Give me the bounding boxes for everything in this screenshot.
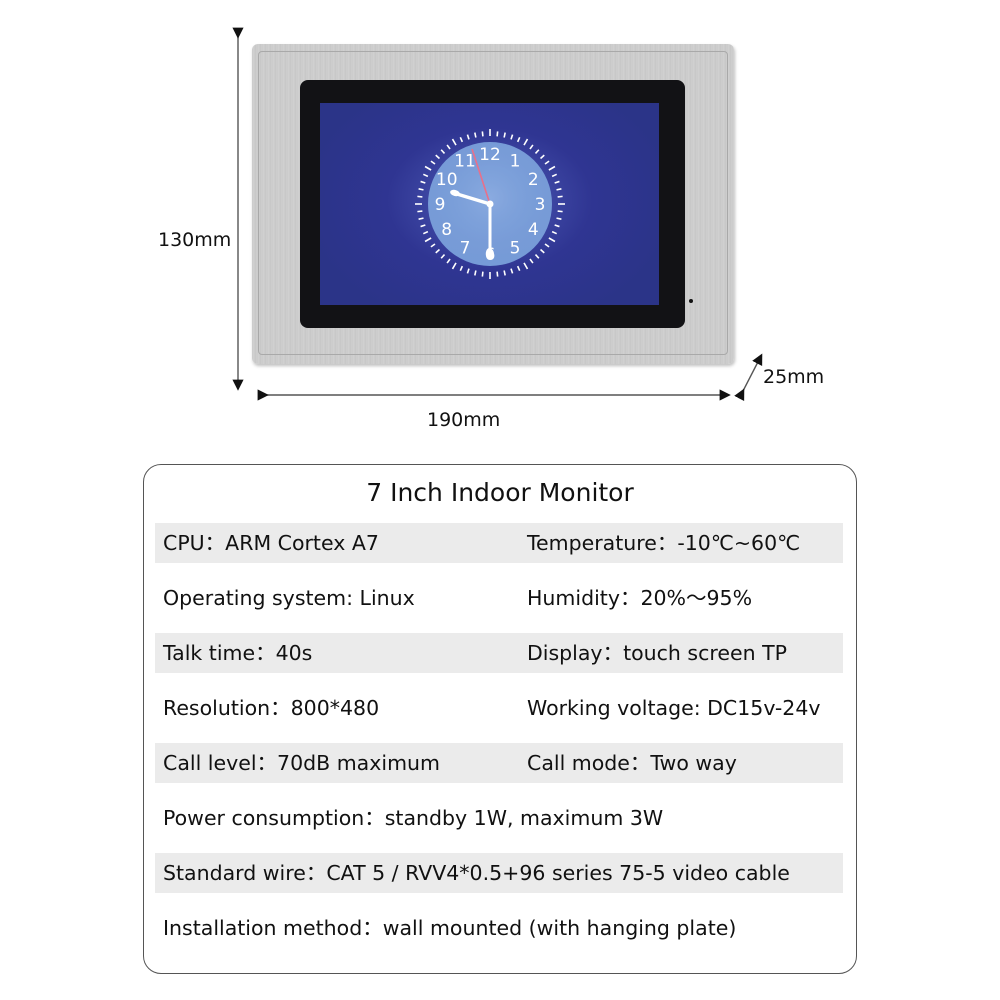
spec-row: Call level：70dB maximum Call mode：Two wa… — [155, 743, 843, 783]
spec-talk-time: Talk time：40s — [163, 641, 313, 665]
svg-text:4: 4 — [528, 220, 539, 240]
spec-row: Resolution：800*480 Working voltage: DC15… — [155, 688, 843, 728]
svg-text:12: 12 — [479, 145, 501, 165]
spec-row: CPU：ARM Cortex A7 Temperature：-10℃~60℃ — [155, 523, 843, 563]
spec-standard-wire: Standard wire：CAT 5 / RVV4*0.5+96 series… — [163, 861, 790, 885]
spec-display: Display：touch screen TP — [527, 641, 787, 665]
svg-text:5: 5 — [510, 238, 521, 258]
dimension-arrows — [232, 27, 763, 402]
clock-ticks — [415, 129, 565, 279]
depth-label: 25mm — [763, 366, 825, 388]
svg-text:9: 9 — [435, 195, 446, 215]
spec-row: Power consumption：standby 1W, maximum 3W — [155, 798, 843, 838]
width-label: 190mm — [427, 409, 501, 431]
svg-text:11: 11 — [454, 152, 476, 172]
spec-row: Talk time：40s Display：touch screen TP — [155, 633, 843, 673]
spec-installation-method: Installation method：wall mounted (with h… — [163, 916, 737, 940]
svg-text:10: 10 — [436, 170, 458, 190]
spec-operating-system: Operating system: Linux — [163, 586, 415, 610]
clock-icon: 121234567891011 — [415, 129, 565, 279]
spec-cpu: CPU：ARM Cortex A7 — [163, 531, 379, 555]
spec-temperature: Temperature：-10℃~60℃ — [527, 531, 801, 555]
height-label: 130mm — [158, 229, 232, 251]
spec-title: 7 Inch Indoor Monitor — [366, 478, 634, 507]
spec-call-mode: Call mode：Two way — [527, 751, 737, 775]
svg-text:3: 3 — [535, 195, 546, 215]
spec-working-voltage: Working voltage: DC15v-24v — [527, 696, 821, 720]
spec-row: Standard wire：CAT 5 / RVV4*0.5+96 series… — [155, 853, 843, 893]
svg-text:7: 7 — [460, 238, 471, 258]
depth-arrow — [734, 353, 763, 402]
sensor-dot — [689, 299, 693, 303]
frame-inner-border — [258, 51, 728, 355]
svg-text:8: 8 — [441, 220, 452, 240]
svg-text:1: 1 — [510, 152, 521, 172]
spec-row: Operating system: Linux Humidity：20%～95% — [155, 578, 843, 618]
spec-row: Installation method：wall mounted (with h… — [155, 908, 843, 948]
spec-humidity: Humidity：20%～95% — [527, 586, 753, 610]
spec-resolution: Resolution：800*480 — [163, 696, 380, 720]
spec-call-level: Call level：70dB maximum — [163, 751, 441, 775]
svg-text:2: 2 — [528, 170, 539, 190]
spec-power-consumption: Power consumption：standby 1W, maximum 3W — [163, 806, 664, 830]
